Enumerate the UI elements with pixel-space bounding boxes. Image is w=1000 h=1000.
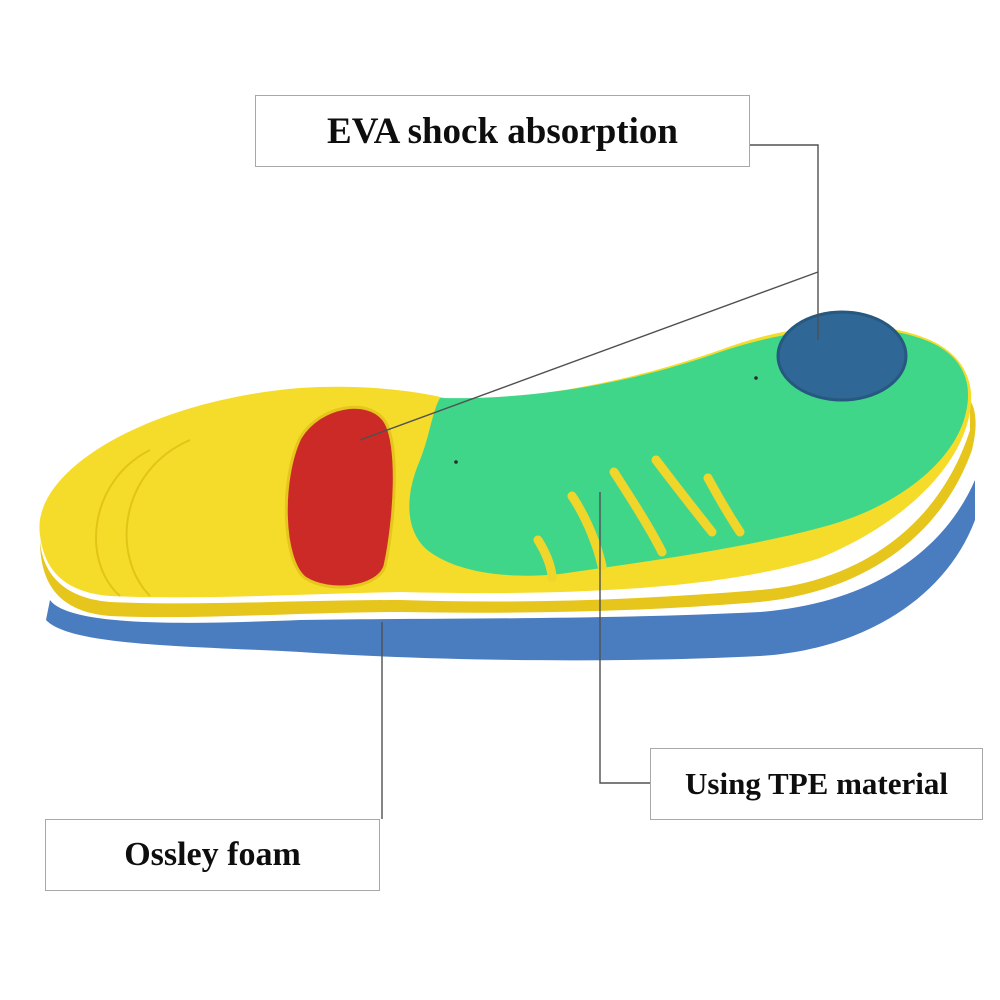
groove (651, 455, 717, 537)
groove (533, 535, 557, 583)
callout-eva-shock-absorption: EVA shock absorption (255, 95, 750, 167)
blue-eva-pad (776, 310, 908, 402)
groove (567, 491, 607, 571)
leader-line-eva-red (359, 271, 819, 441)
groove (609, 467, 667, 557)
vent-dot (754, 376, 758, 380)
leader-lines (359, 144, 819, 819)
leader-line-eva (750, 144, 819, 340)
callout-tpe-material: Using TPE material (650, 748, 983, 820)
tpe-grooves (533, 455, 745, 583)
heel-contour-line (95, 449, 151, 597)
heel-contour-line (125, 439, 191, 597)
red-eva-pad (284, 405, 396, 589)
vent-dot (454, 460, 458, 464)
ossley-foam-layer (46, 480, 975, 661)
leader-line-tpe (599, 492, 650, 784)
callout-ossley-foam: Ossley foam (45, 819, 380, 891)
groove (703, 473, 745, 537)
